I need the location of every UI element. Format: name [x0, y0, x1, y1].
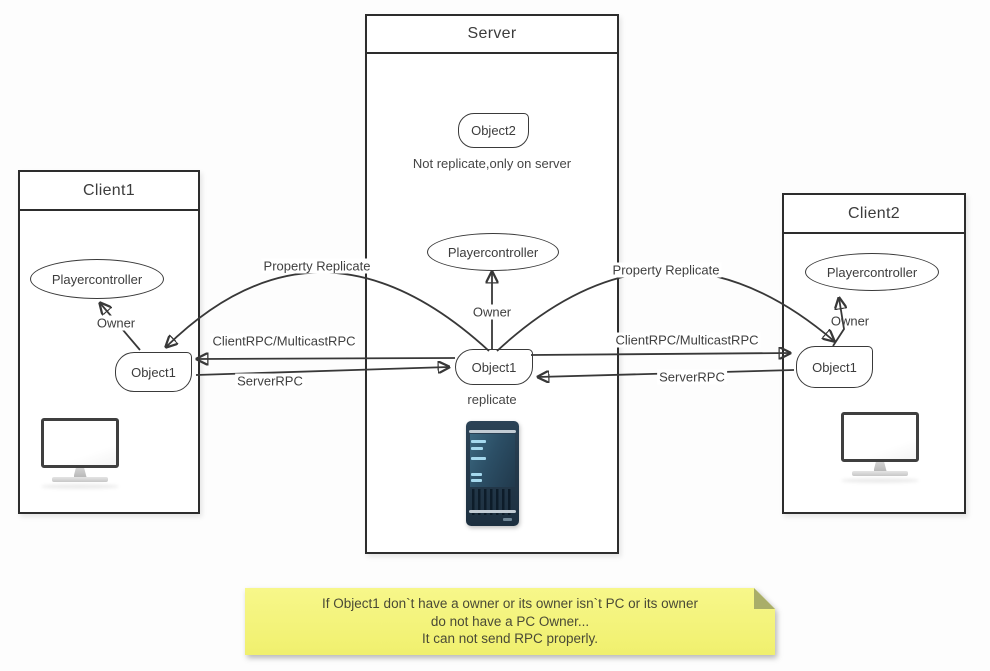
note-line-1: If Object1 don`t have a owner or its own… — [322, 596, 698, 611]
client2-playercontroller-label: Playercontroller — [826, 264, 918, 280]
note-line-3: It can not send RPC properly. — [421, 631, 599, 646]
client1-monitor-icon — [38, 418, 122, 489]
sticky-note-body: If Object1 don`t have a owner or its own… — [245, 588, 775, 655]
monitor-base — [52, 477, 108, 482]
server-title: Server — [467, 25, 517, 42]
monitor-stand — [73, 468, 87, 477]
sticky-note: If Object1 don`t have a owner or its own… — [245, 588, 775, 655]
tower-top-strip — [469, 430, 516, 433]
server-tower-icon — [466, 421, 519, 526]
client2-header: Client2 — [784, 195, 964, 234]
tower-indicator-line — [471, 473, 482, 476]
client1-object1-label: Object1 — [131, 364, 176, 380]
client2-object1-label: Object1 — [812, 359, 857, 375]
object2-caption: Not replicate,only on server — [412, 156, 572, 171]
monitor-base — [852, 471, 908, 476]
tower-led — [503, 518, 512, 521]
server-header: Server — [367, 16, 617, 54]
monitor-shadow — [41, 484, 119, 489]
tower-bottom-strip — [469, 510, 516, 513]
monitor-screen — [841, 412, 919, 462]
client1-title: Client1 — [83, 181, 135, 199]
server-object1-shape: Object1 — [455, 349, 533, 385]
server-object2-shape: Object2 — [458, 113, 529, 148]
label-clientrpc-right: ClientRPC/MulticastRPC — [613, 332, 761, 348]
label-clientrpc-left: ClientRPC/MulticastRPC — [210, 333, 358, 349]
tower-indicator-line — [471, 479, 482, 482]
client1-object1-shape: Object1 — [115, 352, 192, 392]
client2-playercontroller-ellipse: Playercontroller — [805, 253, 939, 291]
server-object1-label: Object1 — [471, 359, 517, 375]
server-playercontroller-ellipse: Playercontroller — [427, 233, 559, 271]
label-owner-client1: Owner — [94, 315, 138, 331]
monitor-stand — [873, 462, 887, 471]
client2-monitor-icon — [838, 412, 922, 483]
server-playercontroller-label: Playercontroller — [447, 244, 539, 260]
note-fold-corner-icon — [754, 588, 775, 609]
client2-title: Client2 — [848, 204, 900, 222]
label-property-replicate-right: Property Replicate — [610, 262, 722, 278]
replicate-caption: replicate — [467, 392, 517, 407]
tower-panel — [470, 434, 515, 487]
tower-indicator-line — [471, 457, 486, 460]
monitor-screen — [41, 418, 119, 468]
tower-indicator-line — [471, 440, 486, 443]
client1-header: Client1 — [20, 172, 198, 211]
note-line-2: do not have a PC Owner... — [430, 613, 590, 629]
client2-object1-shape: Object1 — [796, 346, 873, 388]
label-serverrpc-left: ServerRPC — [235, 373, 305, 389]
server-object2-label: Object2 — [471, 123, 516, 138]
label-owner-server: Owner — [470, 304, 514, 320]
monitor-shadow — [841, 478, 919, 483]
label-owner-client2: Owner — [830, 313, 870, 329]
tower-indicator-line — [471, 447, 483, 450]
label-property-replicate-left: Property Replicate — [261, 258, 373, 274]
client1-playercontroller-label: Playercontroller — [51, 271, 143, 287]
label-serverrpc-right: ServerRPC — [657, 369, 727, 385]
client1-playercontroller-ellipse: Playercontroller — [30, 259, 164, 299]
